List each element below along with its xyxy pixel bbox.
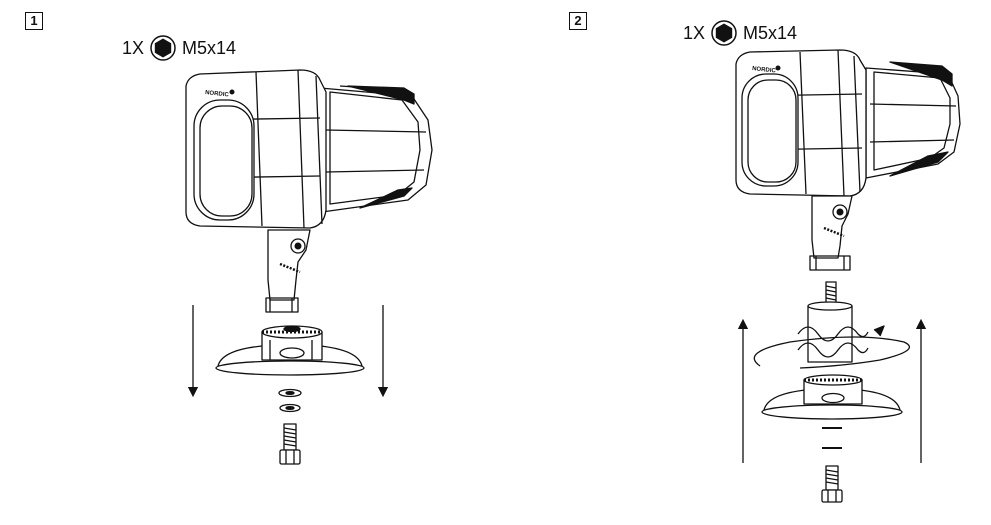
step-1-base-plate	[215, 325, 365, 376]
step-1-bolt-size: M5x14	[182, 37, 237, 58]
step-1-bolt	[279, 423, 301, 465]
step-1-brand-mark: NORDIC	[205, 90, 230, 99]
step-2-threaded-stud	[797, 281, 869, 363]
step-2-hardware-callout: 1X M5x14	[683, 20, 797, 46]
step-1-hardware-callout: 1X M5x14	[122, 35, 236, 61]
step-1-illustration: NORDIC	[185, 69, 433, 465]
step-2-work-light: NORDIC	[735, 49, 961, 197]
step-2-brand-mark: NORDIC	[752, 66, 777, 75]
step-1-washers	[278, 388, 302, 413]
step-2-bracket	[809, 195, 853, 271]
step-1-bracket	[265, 229, 311, 313]
hex-bolt-head-icon	[711, 20, 737, 46]
step-2-number: 2	[569, 12, 587, 30]
step-2-bolt	[821, 465, 843, 503]
step-2-rotation-arrowhead	[873, 325, 885, 337]
step-2-base-plate	[761, 374, 903, 420]
step-1-number: 1	[25, 12, 43, 30]
step-1-quantity: 1X	[122, 37, 145, 58]
step-2-quantity: 1X	[683, 22, 706, 43]
step-2-bolt-size: M5x14	[743, 22, 798, 43]
step-2-rotation-path	[753, 336, 910, 369]
step-2-washers	[822, 427, 842, 449]
hex-bolt-head-icon	[150, 35, 176, 61]
step-1-work-light: NORDIC	[185, 69, 433, 229]
step-2-illustration: NORDIC	[735, 49, 961, 503]
